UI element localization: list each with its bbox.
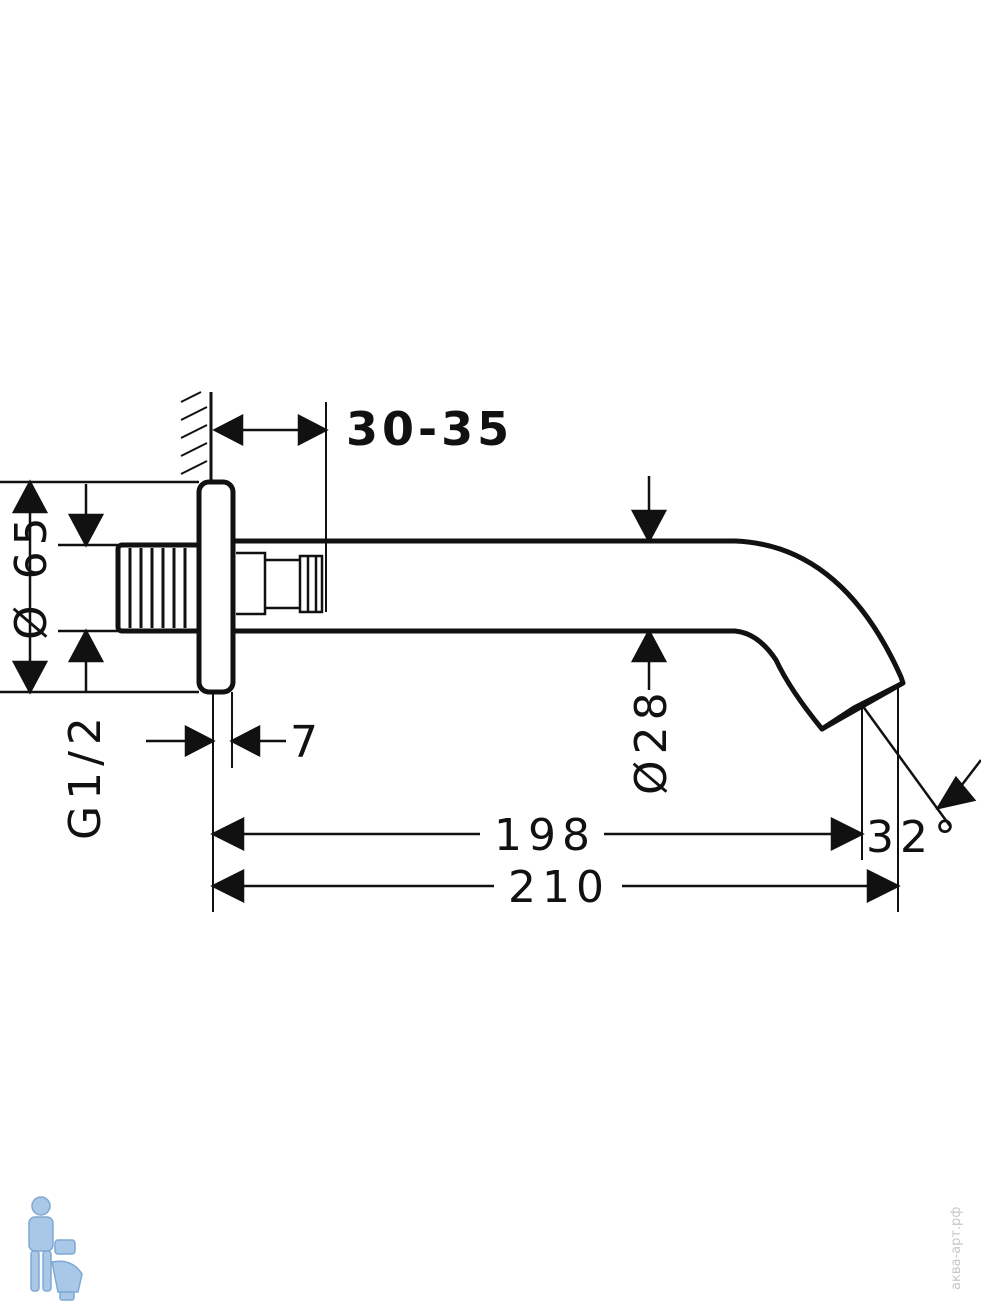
spout-body <box>233 538 906 732</box>
wall <box>180 391 213 482</box>
hidden-mount-detail <box>236 551 324 616</box>
dim-outlet-angle <box>860 704 981 827</box>
threaded-connector <box>115 542 203 634</box>
dim-thread-label: G1/2 <box>60 711 111 840</box>
dim-flange-diameter <box>0 479 199 695</box>
dim-flange-thickness <box>146 692 286 768</box>
dim-wall-gap-label: 30-35 <box>346 402 513 456</box>
flange <box>196 479 236 695</box>
dim-length-outlet <box>210 816 865 852</box>
dim-outlet-angle-label: 32° <box>866 812 962 863</box>
dim-spout-diameter-label: Ø28 <box>626 686 677 795</box>
dim-spout-diameter <box>630 476 668 690</box>
dim-length-outlet-label: 198 <box>494 810 596 861</box>
dim-overall-length <box>210 868 901 904</box>
dim-overall-length-label: 210 <box>508 862 610 913</box>
dim-wall-gap <box>212 402 329 612</box>
plumber-logo <box>28 1196 83 1301</box>
dim-thread <box>58 484 118 692</box>
dim-flange-thickness-label: 7 <box>290 717 324 768</box>
watermark-text: аква-арт.рф <box>949 1207 964 1290</box>
dim-flange-diameter-label: Ø 65 <box>6 511 57 640</box>
